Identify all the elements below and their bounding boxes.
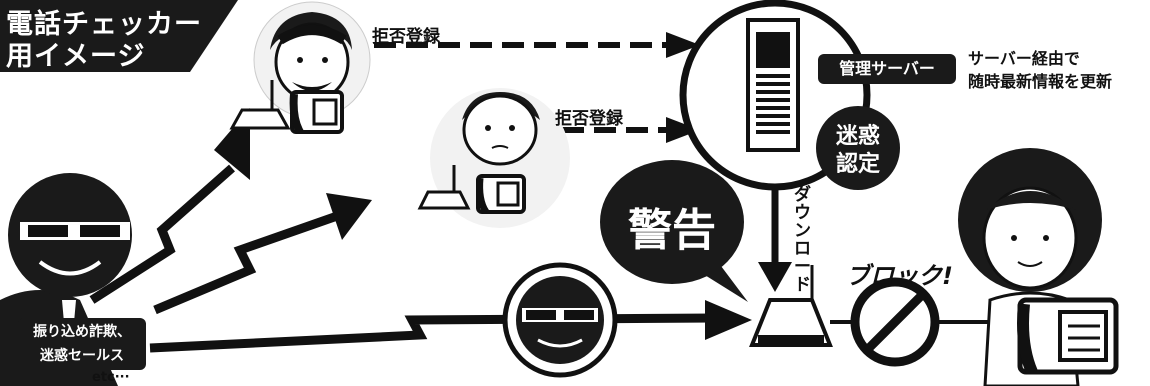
no-entry-icon — [850, 277, 940, 367]
villain-figure — [502, 262, 618, 378]
block-label: ブロック! — [846, 262, 953, 290]
attack-arrow-bottom — [149, 300, 752, 353]
meiwaku-line2: 認定 — [835, 152, 880, 177]
router-icon-mid — [417, 165, 471, 210]
phone-icon-top — [289, 90, 344, 134]
title-line2: 用イメージ — [6, 41, 146, 72]
server-note-line1: サーバー経由で — [968, 49, 1080, 68]
warning-label: 警告 — [628, 205, 716, 256]
download-arrow — [758, 180, 792, 292]
scam-label-line1: 振り込め詐欺、 — [33, 324, 131, 340]
reject-label-top: 拒否登録 — [372, 27, 440, 47]
meiwaku-badge — [816, 106, 900, 190]
reject-label-mid: 拒否登録 — [555, 109, 623, 129]
attack-arrow-mid — [153, 193, 372, 315]
warning-bubble — [600, 160, 748, 302]
router-icon-top — [229, 80, 291, 130]
etc-label: etc··· — [92, 370, 130, 385]
scam-label: 振り込め詐欺、 迷惑セールス — [18, 318, 146, 370]
download-label: ダウンロード — [794, 185, 811, 295]
boy-figure — [430, 88, 570, 228]
router-icon — [749, 265, 833, 347]
scam-label-line2: 迷惑セールス — [40, 348, 124, 364]
man-figure — [253, 1, 371, 119]
server-note-line2: 随時最新情報を更新 — [968, 72, 1113, 91]
title-banner — [0, 0, 238, 72]
phone-icon-right — [1017, 297, 1119, 375]
server-label: 管理サーバー — [818, 54, 956, 84]
title-line1: 電話チェッカー — [6, 9, 202, 40]
reject-arrow-top — [342, 32, 700, 58]
phone-icon-mid — [476, 174, 526, 214]
server-icon — [746, 18, 800, 152]
meiwaku-line1: 迷惑 — [835, 124, 880, 149]
reject-arrow-mid — [530, 117, 700, 143]
